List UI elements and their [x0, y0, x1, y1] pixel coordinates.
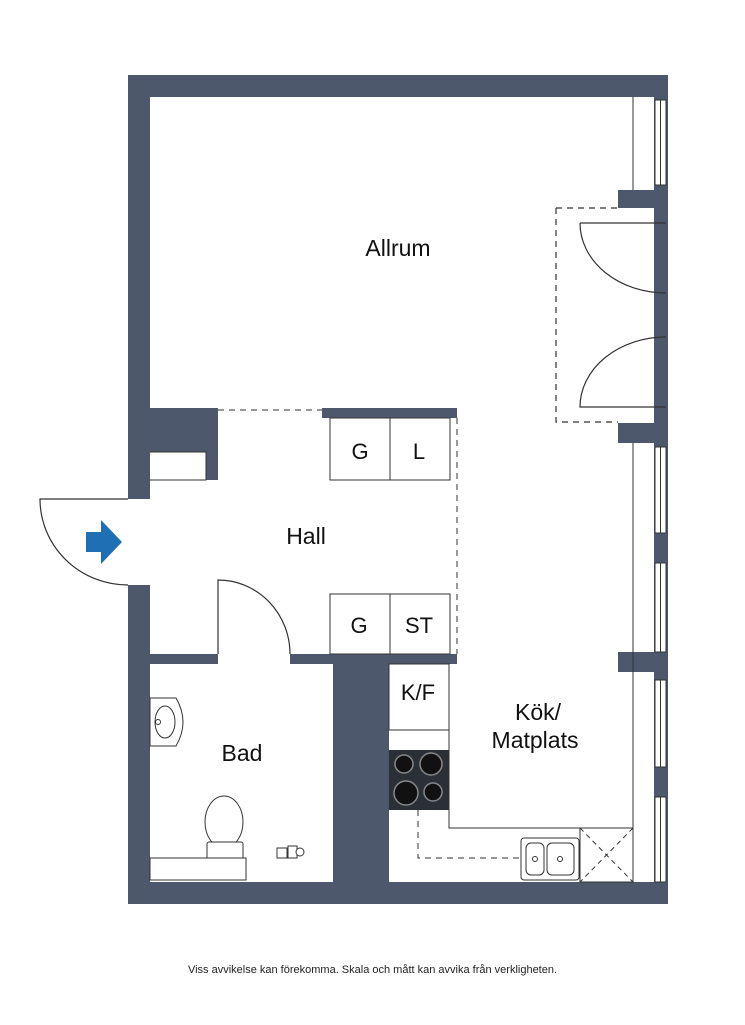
room-label-bad: Bad	[222, 740, 263, 766]
entrance-door[interactable]	[39, 498, 129, 586]
toilet-icon	[204, 795, 244, 861]
cabinet-label-l: L	[413, 439, 425, 464]
cabinet-label-st: ST	[405, 613, 433, 638]
stove-icon	[389, 750, 449, 810]
bath-ledge	[149, 857, 247, 881]
entry-arrow-icon	[86, 520, 122, 564]
room-label-kok: Kök/	[515, 699, 562, 725]
kitchen-sink-icon	[520, 837, 580, 881]
windows	[654, 99, 667, 883]
disclaimer-text: Viss avvikelse kan förekomma. Skala och …	[187, 964, 558, 976]
washbasin-icon	[149, 697, 184, 747]
room-label-hall: Hall	[286, 523, 326, 549]
cabinet-label-kf: K/F	[401, 680, 435, 705]
floor-drain-icon	[276, 845, 305, 859]
bathroom-door[interactable]	[217, 579, 291, 655]
cabinet-label-g-top: G	[351, 439, 368, 464]
closet-shelf	[150, 451, 207, 481]
hall-cabinets	[329, 417, 451, 655]
room-label-allrum: Allrum	[365, 235, 430, 261]
cabinet-label-g-bottom: G	[350, 613, 367, 638]
walls	[128, 75, 668, 904]
balcony-doors	[555, 207, 667, 423]
room-label-matplats: Matplats	[492, 727, 579, 753]
room-boundaries	[218, 409, 520, 859]
